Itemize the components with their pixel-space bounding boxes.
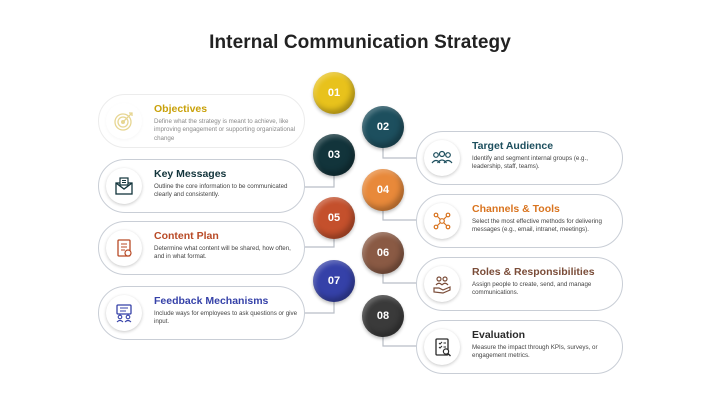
step-description: Assign people to create, send, and manag…	[472, 281, 592, 297]
step-card-roles-responsibilities: Roles & Responsibilities Assign people t…	[416, 257, 623, 311]
step-description: Define what the strategy is meant to ach…	[154, 118, 296, 142]
step-card-key-messages: Key Messages Outline the core informatio…	[98, 159, 305, 213]
connector-05	[305, 239, 335, 248]
page-title: Internal Communication Strategy	[209, 32, 511, 53]
connector-04	[382, 211, 417, 221]
step-description: Outline the core information to be commu…	[154, 183, 288, 199]
step-description: Determine what content will be shared, h…	[154, 245, 291, 261]
step-title: Evaluation	[472, 329, 526, 341]
connector-02	[382, 148, 417, 159]
step-circle-08: 08	[362, 295, 404, 337]
connector-07	[305, 302, 335, 314]
step-card-content-plan: Content Plan Determine what content will…	[98, 221, 305, 275]
step-title: Key Messages	[154, 168, 227, 180]
step-number: 07	[327, 275, 341, 287]
step-title: Roles & Responsibilities	[472, 266, 595, 278]
step-number: 01	[327, 87, 341, 99]
roles-hand-icon	[424, 266, 460, 302]
connector-03	[305, 176, 335, 188]
step-circle-03: 03	[313, 134, 355, 176]
document-plan-icon	[106, 230, 142, 266]
step-title: Target Audience	[472, 140, 554, 152]
step-description: Include ways for employees to ask questi…	[154, 310, 298, 326]
step-number: 06	[376, 247, 390, 259]
step-number: 02	[376, 121, 390, 133]
step-circle-02: 02	[362, 106, 404, 148]
step-title: Content Plan	[154, 230, 219, 242]
step-card-target-audience: Target Audience Identify and segment int…	[416, 131, 623, 185]
step-circle-04: 04	[362, 169, 404, 211]
step-number: 03	[327, 149, 341, 161]
step-circle-01: 01	[313, 72, 355, 114]
step-title: Objectives	[154, 103, 208, 115]
connector-08	[382, 337, 417, 347]
step-circle-05: 05	[313, 197, 355, 239]
step-circle-06: 06	[362, 232, 404, 274]
envelope-icon	[106, 168, 142, 204]
step-description: Identify and segment internal groups (e.…	[472, 155, 588, 171]
step-circle-07: 07	[313, 260, 355, 302]
step-number: 05	[327, 212, 341, 224]
step-card-evaluation: Evaluation Measure the impact through KP…	[416, 320, 623, 374]
connector-06	[382, 274, 417, 284]
step-description: Select the most effective methods for de…	[472, 218, 602, 234]
step-title: Feedback Mechanisms	[154, 295, 269, 307]
step-number: 04	[376, 184, 390, 196]
people-group-icon	[424, 140, 460, 176]
step-card-feedback-mechanisms: Feedback Mechanisms Include ways for emp…	[98, 286, 305, 340]
network-icon	[424, 203, 460, 239]
step-card-channels-tools: Channels & Tools Select the most effecti…	[416, 194, 623, 248]
step-number: 08	[376, 310, 390, 322]
step-card-objectives: Objectives Define what the strategy is m…	[98, 94, 305, 148]
evaluation-report-icon	[424, 329, 460, 365]
feedback-board-icon	[106, 295, 142, 331]
step-title: Channels & Tools	[472, 203, 560, 215]
target-icon	[106, 103, 142, 139]
step-description: Measure the impact through KPIs, surveys…	[472, 344, 598, 360]
